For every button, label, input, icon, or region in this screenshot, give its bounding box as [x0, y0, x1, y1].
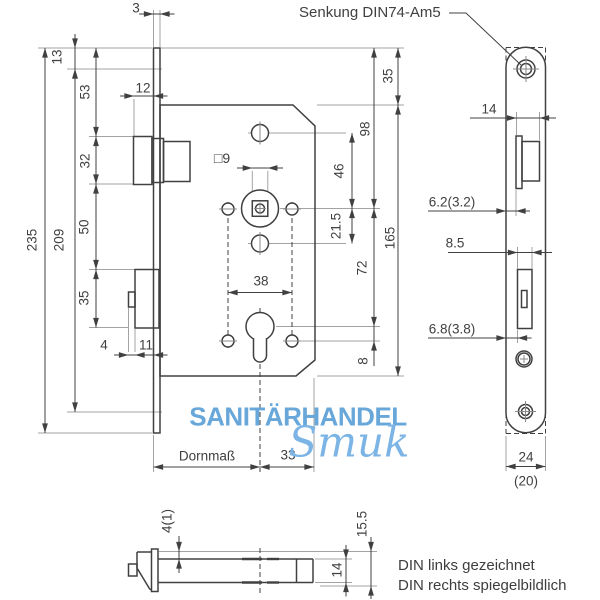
latch-bevel [136, 567, 151, 590]
deadbolt [134, 268, 160, 329]
lock-case-outline [159, 104, 316, 377]
dim-follower-to-cylinder: 72 [354, 260, 370, 276]
dim-head-offset: 4(1) [159, 508, 175, 534]
dim-hole-to-follower: 46 [331, 163, 347, 179]
center-lines [227, 47, 546, 593]
watermark-script: Smuk [288, 417, 410, 467]
dim-plate-width: 24 [518, 449, 534, 465]
deadbolt-face-slot [520, 289, 528, 309]
faceplate-top-arc [505, 46, 547, 68]
dim-latch-height: 32 [77, 153, 93, 169]
dim-screw-spacing: 209 [51, 228, 67, 252]
dim-backset-label: Dornmaß [178, 448, 236, 464]
dim-deadbolt-offset: 6.8(3.8) [428, 321, 476, 337]
dim-bolt-height: 14 [329, 562, 345, 578]
dim-cylinder-to-edge: 33 [280, 447, 296, 463]
dimension-lines [42, 11, 556, 599]
dim-spindle-square: □9 [213, 150, 231, 166]
watermark-brand: SANITÄRHANDEL [189, 401, 407, 432]
latch-detail-pin [127, 563, 138, 577]
dim-handle-height: 98 [357, 121, 373, 137]
latch-bolt-tail [162, 140, 191, 183]
callout-leader-line [449, 12, 522, 66]
dim-latch-to-deadbolt: 50 [76, 219, 92, 235]
dim-plate-width-alt: (20) [513, 473, 539, 489]
faceplate-bottom-arc [505, 412, 547, 434]
latch-face-strip [515, 135, 523, 190]
dim-case-height: 165 [382, 226, 398, 250]
note-din-right: DIN rechts spiegelbildlich [398, 577, 567, 594]
faceplate-edge [152, 47, 161, 434]
latch-detail-hidden-marks [242, 557, 279, 584]
deadbolt-face [516, 268, 533, 330]
dim-follower-to-hole: 21.5 [328, 212, 344, 240]
dim-screw-top-offset: 13 [49, 49, 65, 65]
dim-screw-hole-spacing: 38 [253, 273, 269, 289]
dim-deadbolt-height: 35 [76, 290, 92, 306]
deadbolt-pin [127, 291, 136, 308]
dim-faceplate-length: 235 [24, 228, 40, 252]
dim-latch-offset: 6.2(3.2) [428, 194, 476, 210]
dim-latch-top-offset: 53 [77, 84, 93, 100]
note-din-left: DIN links gezeichnet [398, 557, 535, 574]
dim-latch-width: 14 [481, 101, 497, 117]
dim-pin-protrusion: 4 [100, 337, 108, 353]
dim-deadbolt-protrusion: 11 [138, 337, 154, 353]
latch-face-body [521, 140, 541, 182]
dim-total-height: 15.5 [354, 510, 370, 538]
screw-center-ticks [513, 56, 539, 422]
dim-cylinder-to-holes: 8 [355, 357, 371, 365]
countersink-callout: Senkung DIN74-Am5 [299, 4, 441, 21]
dim-latch-protrusion: 12 [135, 80, 151, 96]
dim-deadbolt-width: 8.5 [445, 235, 465, 251]
main-view [127, 47, 316, 434]
faceplate-view [505, 46, 547, 434]
dim-faceplate-thickness: 3 [132, 0, 140, 16]
dim-case-top-offset: 35 [380, 68, 396, 84]
latch-bolt-head [132, 135, 153, 186]
latch-detail-view [127, 548, 314, 593]
cylinder-slot [252, 338, 268, 363]
cylinder-hole [245, 311, 275, 342]
hole-center-ticks [219, 121, 301, 342]
latch-detail-plate [150, 548, 159, 593]
